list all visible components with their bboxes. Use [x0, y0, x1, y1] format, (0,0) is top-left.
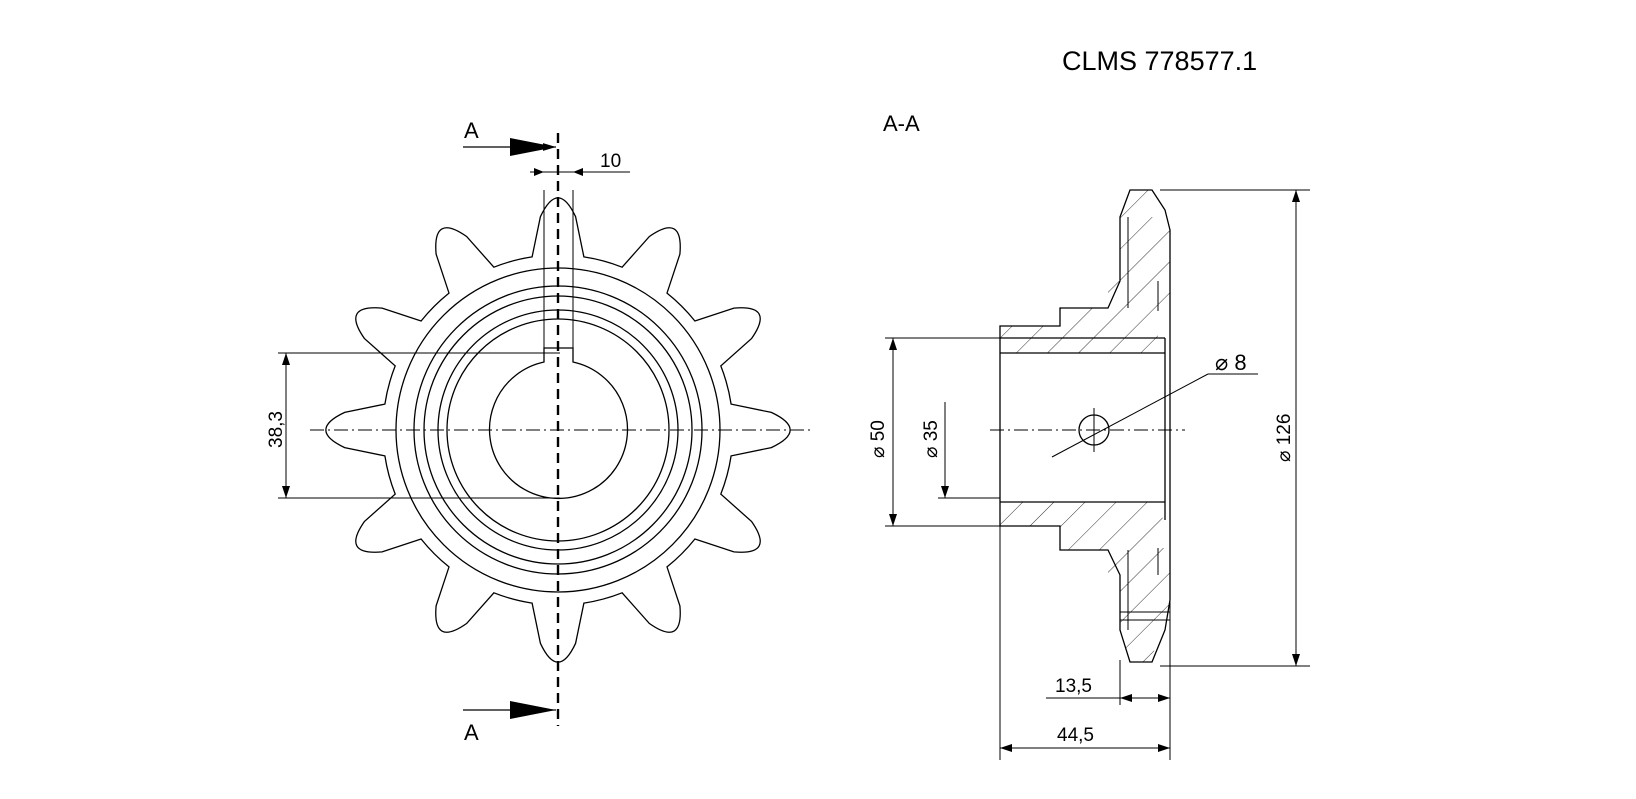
dim-50-arrow-bottom: [889, 514, 897, 526]
section-marker-bottom: A: [464, 720, 479, 745]
dim-126-arrow-bottom: [1292, 654, 1300, 666]
dim-50-arrow-top: [889, 338, 897, 350]
front-view: A A 10 38,3: [266, 118, 810, 745]
dim-44-arrow-left: [1000, 744, 1012, 752]
dim-13-arrow-left: [1120, 694, 1132, 702]
dim-13-arrow-right: [1158, 694, 1170, 702]
section-hatch-top: [1000, 190, 1170, 353]
dim-10-arrow-left: [534, 168, 544, 176]
dim-38-arrow-top: [282, 353, 290, 365]
part-number: CLMS 778577.1: [1062, 46, 1257, 76]
dim-10-arrow-right: [573, 168, 583, 176]
dim-hub-dia: ⌀ 50: [868, 420, 889, 458]
dim-44-arrow-right: [1158, 744, 1170, 752]
dim-tooth-width: 13,5: [1055, 676, 1092, 697]
section-view: ⌀ 8 ⌀ 50 ⌀ 35 ⌀ 126 13,5 44,5: [868, 189, 1310, 760]
dim-total-length: 44,5: [1057, 725, 1094, 746]
dim-bore-dia: ⌀ 35: [921, 420, 942, 458]
section-outline: [999, 189, 1171, 663]
dim-38-arrow-bottom: [282, 486, 290, 498]
section-arrowhead-bottom: [510, 701, 556, 719]
dim-hole-dia: ⌀ 8: [1215, 350, 1247, 375]
dim-keyway-width: 10: [600, 151, 621, 172]
dim-35-arrow: [941, 486, 949, 498]
section-marker-top: A: [464, 118, 479, 143]
sprocket-outline: [325, 197, 791, 663]
section-arrowhead-top: [510, 138, 556, 156]
section-label: A-A: [883, 111, 920, 136]
dim-8-leader: [1051, 373, 1209, 458]
dim-outer-dia: ⌀ 126: [1274, 414, 1295, 462]
bore-with-keyway: [488, 347, 629, 500]
dim-126-arrow-top: [1292, 190, 1300, 202]
dim-key-height: 38,3: [266, 411, 287, 448]
